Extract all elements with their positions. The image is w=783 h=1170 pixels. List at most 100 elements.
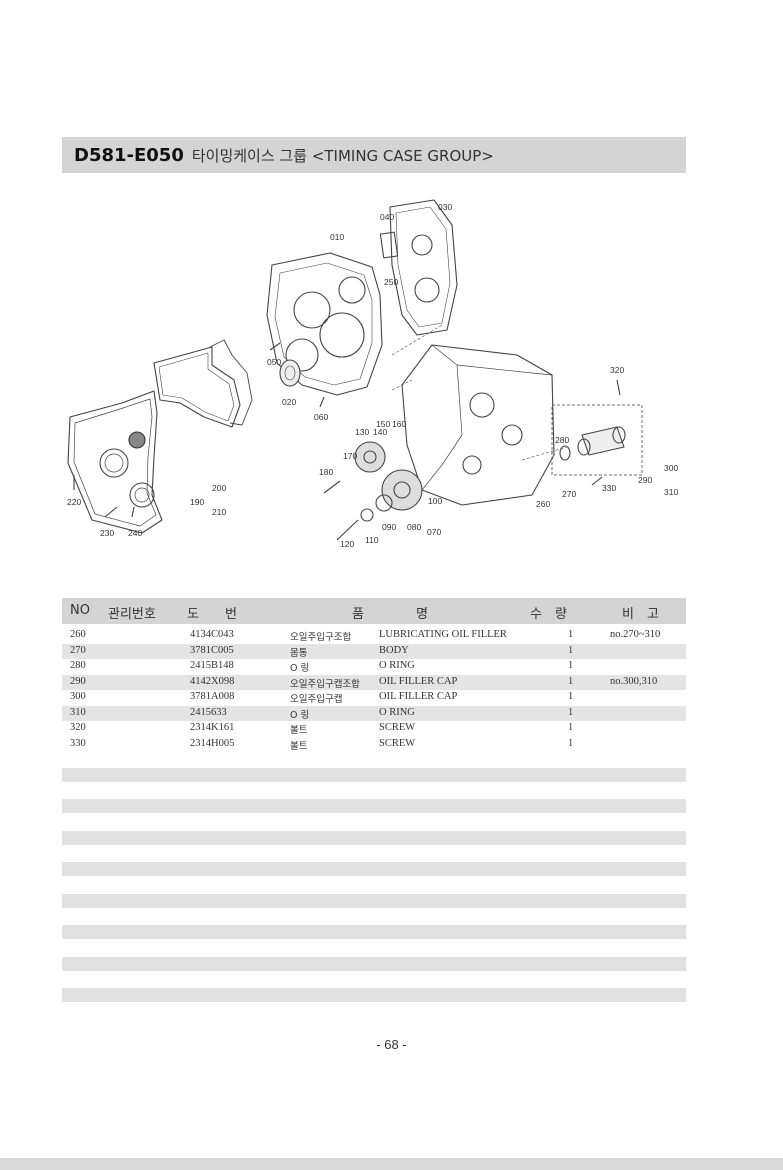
row-qty: 1 — [568, 722, 574, 733]
row-no: 300 — [70, 691, 86, 702]
callout-label: 130 — [355, 427, 369, 437]
callout-label: 010 — [330, 232, 344, 242]
callout-label: 320 — [610, 365, 624, 375]
callout-label: 220 — [67, 497, 81, 507]
group-code: D581-E050 — [74, 144, 184, 166]
row-part-number: 2415633 — [190, 706, 227, 718]
row-qty: 1 — [568, 691, 574, 702]
row-english-name: OIL FILLER CAP — [379, 691, 458, 702]
row-remark: no.300,310 — [610, 675, 658, 687]
callout-label: 090 — [382, 522, 396, 532]
row-korean-name: O 링 — [290, 663, 310, 674]
callout-label: 330 — [602, 483, 616, 493]
col-drawing-number: 도 번 — [187, 607, 237, 622]
row-english-name: SCREW — [379, 722, 416, 733]
row-no: 270 — [70, 644, 86, 656]
table-row: 270 3781C005 몸통 BODY 1 — [62, 643, 686, 659]
callout-label: 060 — [314, 412, 328, 422]
row-english-name: LUBRICATING OIL FILLER — [379, 629, 507, 640]
empty-row-stripe — [62, 957, 686, 971]
table-row: 330 2314H005 볼트 SCREW 1 — [62, 737, 686, 753]
callout-label: 040 — [380, 212, 394, 222]
callout-label: 150 — [376, 419, 390, 429]
row-korean-name: 오일주입구캡 — [290, 694, 343, 705]
callout-label: 190 — [190, 497, 204, 507]
row-qty: 1 — [568, 737, 574, 749]
row-qty: 1 — [568, 660, 574, 671]
callout-label: 100 — [428, 496, 442, 506]
timing-cover-outline — [67, 390, 163, 534]
page-number: - 68 - — [376, 1037, 407, 1052]
empty-row-stripe — [62, 925, 686, 939]
row-qty: 1 — [568, 644, 574, 656]
parts-table-header: NO 관리번호 도 번 품 명 수 량 비 고 — [62, 598, 686, 624]
callout-label: 290 — [638, 475, 652, 485]
table-row: 300 3781A008 오일주입구캡 OIL FILLER CAP 1 — [62, 690, 686, 706]
empty-row-stripe — [62, 988, 686, 1002]
callout-label: 300 — [664, 463, 678, 473]
row-korean-name: 볼트 — [290, 725, 308, 736]
row-qty: 1 — [568, 706, 574, 718]
callout-label: 110 — [365, 535, 379, 545]
callout-label: 070 — [427, 527, 441, 537]
empty-row-stripe — [62, 799, 686, 813]
exploded-parts-diagram: 010 020 030 040 050 060 070 080 090 100 … — [62, 195, 686, 560]
callout-label: 080 — [407, 522, 421, 532]
callout-label: 240 — [128, 528, 142, 538]
row-part-number: 2415B148 — [190, 660, 234, 671]
col-name-1: 품 — [352, 607, 364, 622]
gasket-outline — [153, 346, 241, 428]
row-english-name: BODY — [379, 644, 409, 656]
row-no: 330 — [70, 737, 86, 749]
callout-label: 260 — [536, 499, 550, 509]
callout-label: 230 — [100, 528, 114, 538]
callout-label: 160 — [392, 419, 406, 429]
group-title: 타이밍케이스 그룹 <TIMING CASE GROUP> — [191, 146, 494, 165]
row-korean-name: 오일주입구조합 — [290, 632, 352, 643]
row-part-number: 2314H005 — [190, 737, 235, 749]
callout-label: 050 — [267, 357, 281, 367]
row-part-number: 3781C005 — [190, 644, 234, 656]
row-english-name: SCREW — [379, 737, 416, 749]
col-qty: 수 량 — [530, 607, 567, 622]
row-no: 290 — [70, 675, 86, 687]
row-part-number: 3781A008 — [190, 691, 235, 702]
callout-label: 120 — [340, 539, 354, 549]
table-row: 290 4142X098 오일주입구캡조합 OIL FILLER CAP 1 n… — [62, 674, 686, 690]
callout-label: 280 — [555, 435, 569, 445]
timing-case-drawing: 010 020 030 040 050 060 070 080 090 100 … — [67, 199, 678, 549]
callout-label: 310 — [664, 487, 678, 497]
callout-label: 030 — [438, 202, 452, 212]
row-korean-name: 몸통 — [290, 647, 308, 659]
empty-row-stripe — [62, 862, 686, 876]
callout-label: 020 — [282, 397, 296, 407]
callout-label: 270 — [562, 489, 576, 499]
col-mgmt-number: 관리번호 — [108, 607, 156, 622]
table-row: 260 4134C043 오일주입구조합 LUBRICATING OIL FIL… — [62, 628, 686, 644]
row-korean-name: 오일주입구캡조합 — [290, 678, 360, 690]
row-part-number: 4142X098 — [190, 675, 235, 687]
col-no: NO — [70, 603, 90, 618]
col-name-2: 명 — [416, 607, 428, 622]
row-no: 310 — [70, 706, 86, 718]
empty-row-stripe — [62, 831, 686, 845]
row-korean-name: O 링 — [290, 709, 310, 721]
bottom-strip — [0, 1158, 783, 1170]
row-qty: 1 — [568, 629, 574, 640]
callout-label: 210 — [212, 507, 226, 517]
empty-row-stripe — [62, 894, 686, 908]
section-header: D581-E050 타이밍케이스 그룹 <TIMING CASE GROUP> — [62, 137, 686, 173]
callout-labels: 010 020 030 040 050 060 070 080 090 100 … — [67, 202, 678, 549]
row-no: 260 — [70, 629, 86, 640]
row-remark: no.270~310 — [610, 629, 661, 640]
row-korean-name: 볼트 — [290, 740, 308, 752]
row-qty: 1 — [568, 675, 574, 687]
table-row: 280 2415B148 O 링 O RING 1 — [62, 659, 686, 675]
callout-label: 180 — [319, 467, 333, 477]
table-row: 310 2415633 O 링 O RING 1 — [62, 705, 686, 721]
empty-row-stripe — [62, 768, 686, 782]
callout-label: 250 — [384, 277, 398, 287]
callout-label: 170 — [343, 451, 357, 461]
row-english-name: O RING — [379, 660, 415, 671]
callout-label: 200 — [212, 483, 226, 493]
